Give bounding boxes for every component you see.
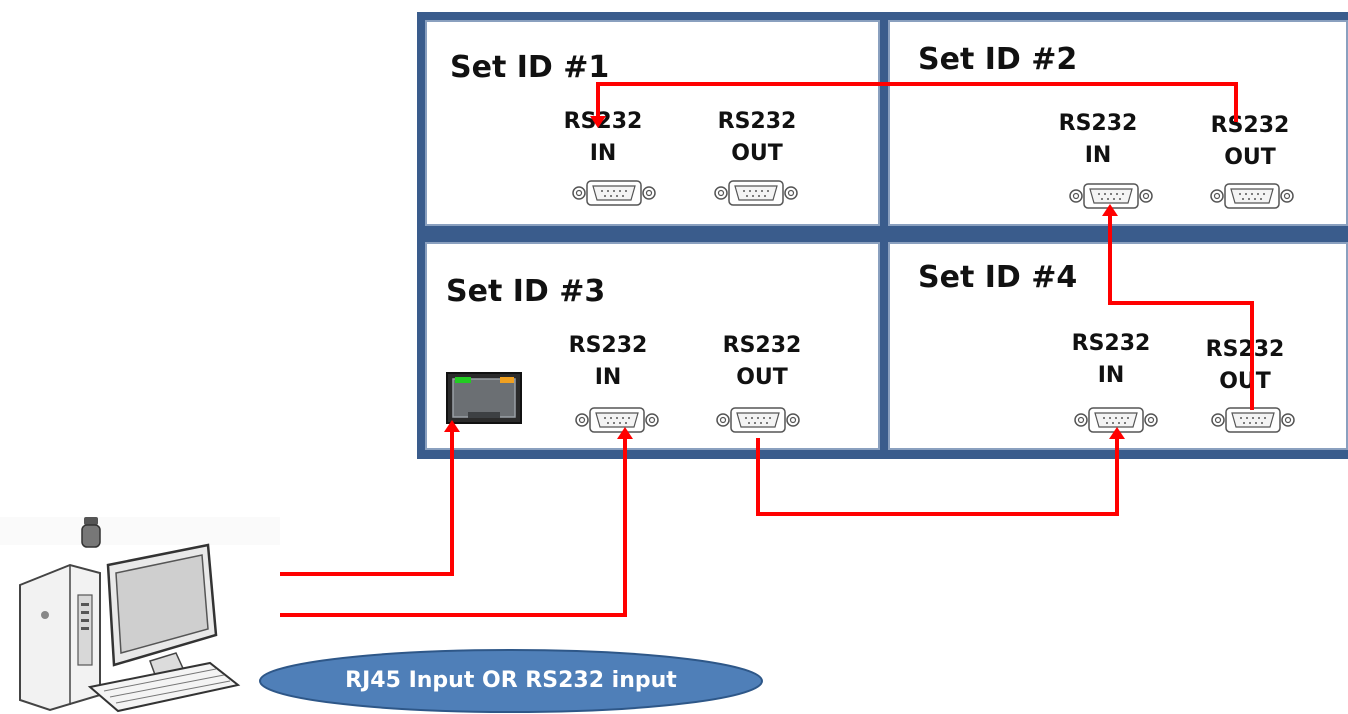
port-label-line: OUT: [731, 141, 783, 166]
port-label-line: RS232: [1210, 113, 1290, 138]
db9-serial-connector-icon: [716, 407, 800, 433]
panel-1-title: Set ID #1: [450, 50, 610, 85]
port-label-line: IN: [1097, 363, 1125, 388]
input-caption-pill: [259, 649, 763, 713]
db9-serial-connector-icon: [1211, 407, 1295, 433]
panel-1-rs232-in-label: RS232 IN: [543, 106, 663, 170]
panel-2-rs232-in-label: RS232 IN: [1038, 108, 1158, 172]
input-caption-text: RJ45 Input OR RS232 input: [345, 668, 677, 693]
panel-4-rs232-out-label: RS232 OUT: [1185, 334, 1305, 398]
db9-serial-connector-icon: [572, 180, 656, 206]
port-label-line: OUT: [1219, 369, 1271, 394]
panel-4-rs232-in-label: RS232 IN: [1051, 328, 1171, 392]
wire-pc-to-set3-in: [280, 433, 627, 617]
port-label-line: RS232: [563, 109, 643, 134]
panel-3-title: Set ID #3: [446, 274, 606, 309]
port-label-line: IN: [589, 141, 617, 166]
panel-1-rs232-out-label: RS232 OUT: [697, 106, 817, 170]
panel-2-rs232-out-label: RS232 OUT: [1190, 110, 1310, 174]
panel-3-rs232-out-label: RS232 OUT: [702, 330, 822, 394]
db9-serial-connector-icon: [1069, 183, 1153, 209]
desktop-computer-icon: [0, 517, 280, 713]
port-label-line: RS232: [717, 109, 797, 134]
rj45-ethernet-port-icon: [446, 372, 522, 424]
panel-set-1: [425, 20, 880, 226]
port-label-line: OUT: [1224, 145, 1276, 170]
db9-serial-connector-icon: [714, 180, 798, 206]
port-label-line: RS232: [568, 333, 648, 358]
db9-serial-connector-icon: [1210, 183, 1294, 209]
port-label-line: IN: [1084, 143, 1112, 168]
port-label-line: IN: [594, 365, 622, 390]
port-label-line: RS232: [722, 333, 802, 358]
port-label-line: OUT: [736, 365, 788, 390]
db9-serial-connector-icon: [1074, 407, 1158, 433]
panel-3-rs232-in-label: RS232 IN: [548, 330, 668, 394]
port-label-line: RS232: [1205, 337, 1285, 362]
port-label-line: RS232: [1058, 111, 1138, 136]
port-label-line: RS232: [1071, 331, 1151, 356]
panel-2-title: Set ID #2: [918, 42, 1078, 77]
panel-4-title: Set ID #4: [918, 260, 1078, 295]
db9-serial-connector-icon: [575, 407, 659, 433]
